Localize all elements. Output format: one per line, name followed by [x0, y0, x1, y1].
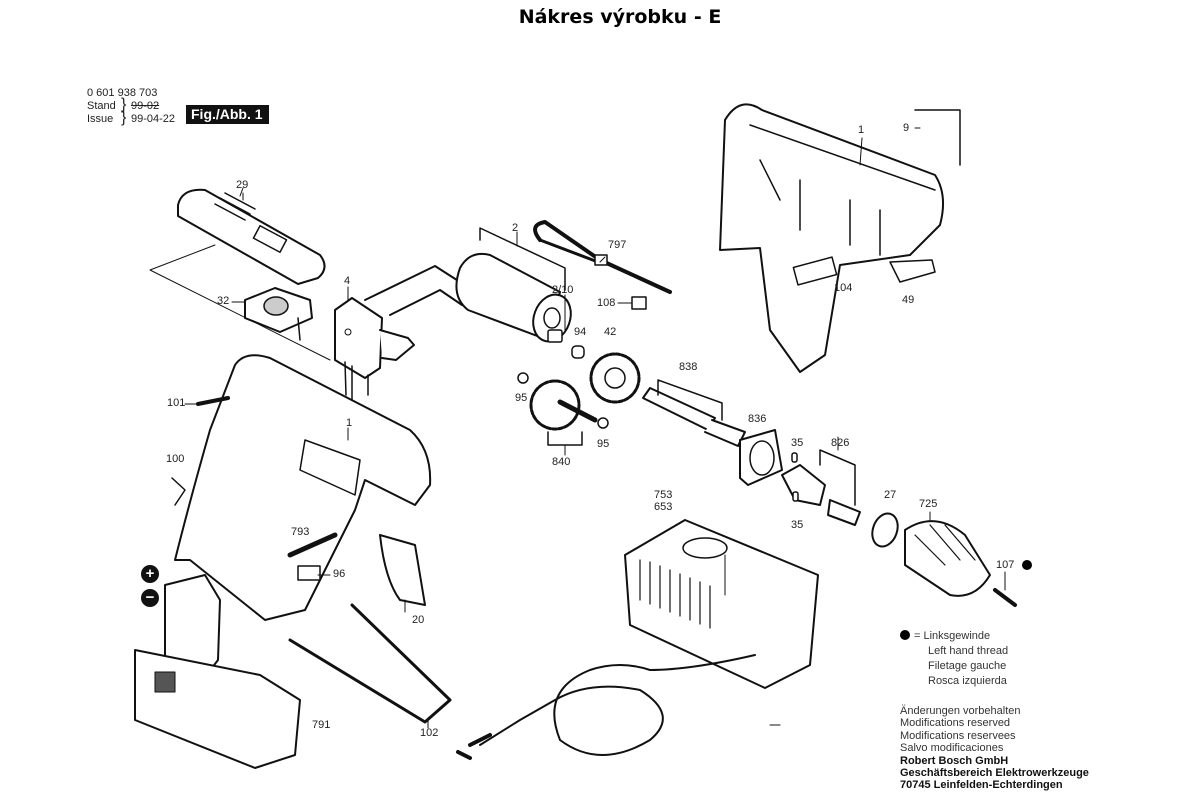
drawing-header: 0 601 938 703 Stand} 99-02 Issue} 99-04-22: [87, 87, 176, 126]
motor-part: [455, 252, 572, 343]
gear-part-840: [529, 379, 598, 431]
terminal-board-part: [792, 256, 838, 286]
shaft-part: [642, 387, 746, 447]
part-label-95-b: 95: [597, 438, 610, 450]
part-label-107: 107: [996, 559, 1015, 571]
bearing-part: [571, 345, 585, 359]
legend-symbol: =: [914, 630, 921, 642]
part-label-1-top: 1: [858, 124, 865, 136]
stand-value: 99-02: [131, 100, 160, 112]
plus-terminal-icon: +: [141, 565, 159, 583]
gear-part-42: [589, 352, 641, 404]
part-label-101: 101: [167, 397, 186, 409]
part-label-35-b: 35: [791, 519, 804, 531]
part-label-27: 27: [884, 489, 897, 501]
modification-notes: Änderungen vorbehalten Modifications res…: [900, 705, 1089, 792]
legend-line: Left hand thread: [928, 645, 1009, 657]
part-label-94: 94: [574, 326, 587, 338]
minus-terminal-icon: −: [141, 589, 159, 607]
part-label-793: 793: [291, 526, 310, 538]
part-label-42: 42: [604, 326, 617, 338]
part-label-1-body: 1: [346, 417, 353, 429]
power-cord-part: [479, 654, 756, 756]
switch-part: [334, 297, 415, 406]
page-title: Nákres výrobku - E: [518, 6, 722, 28]
part-label-2-10: 2/10: [552, 284, 574, 296]
brace-icon: }: [121, 96, 127, 113]
clip-part: [889, 259, 936, 283]
part-label-9: 9: [903, 122, 910, 134]
washer-part: [871, 512, 899, 548]
seal-part: [288, 603, 452, 724]
plug-part: [456, 733, 492, 760]
issue-label: Issue: [87, 113, 114, 125]
part-label-96: 96: [333, 568, 346, 580]
company-name: Robert Bosch GmbH: [900, 754, 1009, 767]
issue-value: 99-04-22: [131, 113, 176, 125]
stand-label: Stand: [87, 100, 116, 112]
part-label-20: 20: [412, 614, 425, 626]
part-label-836: 836: [748, 413, 767, 425]
direction-switch-part: [244, 287, 313, 341]
part-label-797: 797: [608, 239, 627, 251]
part-label-791: 791: [312, 719, 331, 731]
part-label-95-a: 95: [515, 392, 528, 404]
charger-part: [624, 519, 819, 689]
part-label-104: 104: [834, 282, 853, 294]
legend-line: Rosca izquierda: [928, 675, 1007, 687]
note-line: Salvo modificaciones: [900, 742, 1004, 755]
screw-101-part: [196, 396, 230, 406]
part-label-32: 32: [217, 295, 230, 307]
note-line: Änderungen vorbehalten: [900, 705, 1021, 717]
part-label-49: 49: [902, 294, 915, 306]
note-line: Modifications reservees: [900, 729, 1016, 742]
note-line: Modifications reserved: [900, 717, 1011, 730]
part-label-35-a: 35: [791, 437, 804, 449]
company-address: 70745 Leinfelden-Echterdingen: [900, 779, 1063, 792]
part-label-2: 2: [512, 222, 519, 234]
body-housing-part: [174, 354, 432, 621]
connector-part: [631, 296, 647, 310]
housing-half-part: [719, 103, 945, 373]
battery-cover-part: [177, 187, 326, 285]
legend: = Linksgewinde Left hand thread Filetage…: [900, 629, 1008, 689]
part-label-29: 29: [236, 179, 249, 191]
part-number: 0 601 938 703: [87, 87, 158, 99]
legend-line: Filetage gauche: [928, 660, 1007, 672]
part-label-725: 725: [919, 498, 938, 510]
battery-pack-part: [134, 574, 301, 769]
part-label-100: 100: [166, 453, 185, 465]
cable-part: [533, 220, 672, 294]
part-label-753: 753: [654, 489, 673, 501]
left-hand-thread-marker-icon: [1022, 560, 1032, 570]
part-label-840: 840: [552, 456, 571, 468]
part-label-102: 102: [420, 727, 439, 739]
left-hand-thread-dot-icon: [900, 630, 910, 640]
figure-badge: Fig./Abb. 1: [186, 105, 269, 124]
brace-icon: }: [121, 109, 127, 126]
part-label-838: 838: [679, 361, 698, 373]
legend-line: Linksgewinde: [923, 630, 991, 642]
label-plate-part: [379, 534, 426, 606]
ring-part: [739, 429, 783, 486]
part-label-653: 653: [654, 501, 673, 513]
screw-part: [993, 588, 1017, 607]
part-label-4: 4: [344, 275, 351, 287]
part-label-826: 826: [831, 437, 850, 449]
company-division: Geschäftsbereich Elektrowerkzeuge: [900, 767, 1089, 780]
bit-clip-part: [297, 565, 321, 581]
part-label-108: 108: [597, 297, 616, 309]
bit-part: [287, 532, 338, 558]
chuck-part: [904, 520, 991, 597]
